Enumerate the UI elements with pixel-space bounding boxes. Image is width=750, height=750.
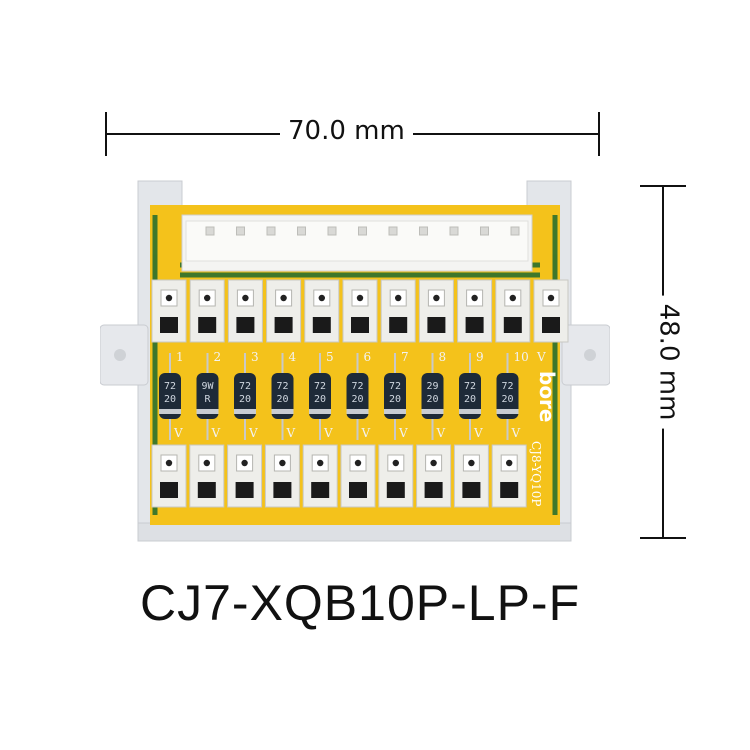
diode-marking: 72 bbox=[501, 381, 513, 392]
diode-marking: 20 bbox=[314, 394, 326, 405]
width-dimension: 70.0 mm bbox=[105, 112, 600, 156]
lower-row-label: V bbox=[361, 426, 371, 440]
diode-marking: 20 bbox=[164, 394, 176, 405]
terminal-block[interactable] bbox=[418, 279, 454, 343]
product-photo: 72209WR72207220722072207220292072207220V… bbox=[100, 180, 610, 542]
diode-marking: R bbox=[204, 394, 211, 405]
board-label: CJ8-YQ10P bbox=[529, 441, 543, 506]
channel-number: 1 bbox=[176, 350, 184, 364]
lower-row-label: V bbox=[323, 426, 333, 440]
channel-number: 2 bbox=[214, 350, 222, 364]
diode-row: 72209WR72207220722072207220292072207220V… bbox=[159, 353, 521, 440]
terminal-block[interactable] bbox=[457, 279, 493, 343]
header-pin bbox=[419, 226, 428, 236]
diode-marking: 72 bbox=[276, 381, 288, 392]
terminal-block[interactable] bbox=[495, 279, 531, 343]
terminal-block[interactable] bbox=[533, 279, 569, 343]
channel-number: 7 bbox=[401, 350, 409, 364]
channel-labels: 1 2 3 4 5 6 7 8 9 10 V bbox=[176, 350, 546, 364]
diode-marking: 9W bbox=[201, 381, 214, 392]
diode-marking: 20 bbox=[389, 394, 401, 405]
diode-marking: 29 bbox=[426, 381, 438, 392]
header-pin bbox=[297, 226, 306, 236]
terminal-block[interactable] bbox=[264, 444, 300, 508]
diode-marking: 72 bbox=[389, 381, 401, 392]
header-pin bbox=[266, 226, 276, 236]
diode-marking: 72 bbox=[464, 381, 476, 392]
lower-row-label: V bbox=[473, 426, 483, 440]
terminal-block[interactable] bbox=[380, 279, 416, 343]
bottom-terminal-row bbox=[151, 444, 527, 508]
channel-number: 3 bbox=[251, 350, 259, 364]
terminal-block[interactable] bbox=[151, 444, 187, 508]
diode: 72 20 bbox=[384, 353, 406, 440]
terminal-block[interactable] bbox=[227, 279, 263, 343]
lower-row-label: V bbox=[436, 426, 446, 440]
channel-number: 6 bbox=[364, 350, 372, 364]
terminal-block[interactable] bbox=[151, 279, 187, 343]
channel-number: 5 bbox=[326, 350, 334, 364]
terminal-block[interactable] bbox=[266, 279, 302, 343]
product-model-title: CJ7-XQB10P-LP-F bbox=[140, 575, 581, 631]
terminal-block[interactable] bbox=[491, 444, 527, 508]
header-pin bbox=[480, 226, 489, 236]
height-dim-label: 48.0 mm bbox=[653, 295, 684, 429]
diode-marking: 20 bbox=[276, 394, 288, 405]
header-pin bbox=[388, 226, 398, 236]
top-terminal-row bbox=[151, 279, 569, 343]
header-pin bbox=[205, 226, 215, 236]
header-pin bbox=[327, 226, 337, 236]
terminal-block[interactable] bbox=[189, 279, 225, 343]
channel-number: 8 bbox=[439, 350, 447, 364]
diode-marking: 72 bbox=[351, 381, 363, 392]
lower-row-label: V bbox=[398, 426, 408, 440]
terminal-block[interactable] bbox=[378, 444, 414, 508]
header-pin bbox=[510, 226, 520, 236]
header-connector bbox=[181, 214, 533, 272]
terminal-block[interactable] bbox=[189, 444, 225, 508]
lower-row-label: V bbox=[248, 426, 258, 440]
lower-row-label: V bbox=[211, 426, 221, 440]
header-pin bbox=[449, 226, 459, 236]
diode-marking: 20 bbox=[426, 394, 438, 405]
channel-number: 10 bbox=[514, 350, 529, 364]
lower-row-label: V bbox=[511, 426, 521, 440]
brand-mark: bore bbox=[535, 371, 559, 422]
diode: 9W R bbox=[196, 353, 219, 440]
lower-row-label: V bbox=[173, 426, 183, 440]
height-dimension: 48.0 mm bbox=[640, 185, 686, 539]
header-pin bbox=[236, 226, 245, 236]
terminal-block[interactable] bbox=[227, 444, 263, 508]
header-pin bbox=[358, 226, 367, 236]
terminal-block[interactable] bbox=[342, 279, 378, 343]
diode-marking: 72 bbox=[164, 381, 176, 392]
diode-marking: 20 bbox=[464, 394, 476, 405]
diode-marking: 72 bbox=[314, 381, 326, 392]
terminal-block[interactable] bbox=[416, 444, 452, 508]
terminal-block[interactable] bbox=[302, 444, 338, 508]
lower-row-label: V bbox=[286, 426, 296, 440]
diode-marking: 20 bbox=[501, 394, 513, 405]
terminal-block[interactable] bbox=[340, 444, 376, 508]
terminal-block[interactable] bbox=[304, 279, 340, 343]
width-dim-label: 70.0 mm bbox=[280, 116, 413, 146]
diode-marking: 20 bbox=[239, 394, 251, 405]
diode-marking: 72 bbox=[239, 381, 251, 392]
channel-number: 9 bbox=[476, 350, 484, 364]
diode-marking: 20 bbox=[351, 394, 363, 405]
common-label: V bbox=[536, 350, 546, 364]
terminal-block[interactable] bbox=[453, 444, 489, 508]
channel-number: 4 bbox=[289, 350, 297, 364]
